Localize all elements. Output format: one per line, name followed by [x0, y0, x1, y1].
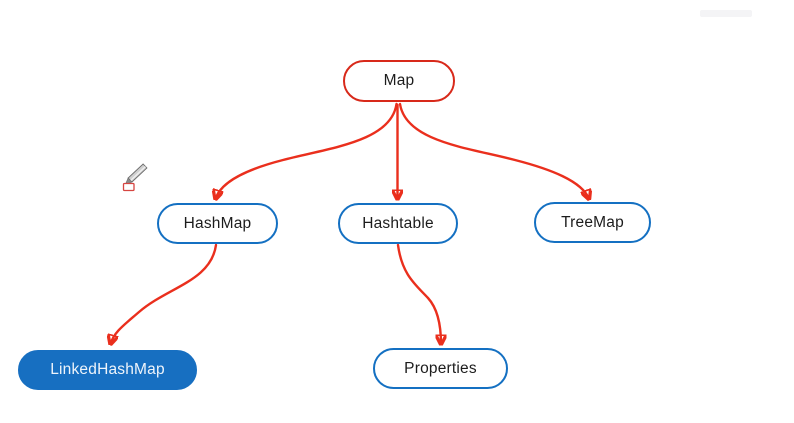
node-hashtable: Hashtable — [338, 203, 458, 244]
node-treemap: TreeMap — [534, 202, 651, 243]
node-linkedhashmap: LinkedHashMap — [18, 350, 197, 390]
edge-hashtable-to-properties — [396, 243, 441, 344]
pencil-cursor-icon — [122, 163, 148, 192]
node-properties: Properties — [373, 348, 508, 389]
watermark-smudge — [700, 10, 752, 17]
edge-map-to-hashmap — [216, 102, 398, 199]
node-hashmap: HashMap — [157, 203, 278, 244]
edge-map-to-treemap — [398, 102, 589, 199]
edge-hashmap-to-linkedhashmap — [111, 243, 218, 344]
node-map: Map — [343, 60, 455, 102]
